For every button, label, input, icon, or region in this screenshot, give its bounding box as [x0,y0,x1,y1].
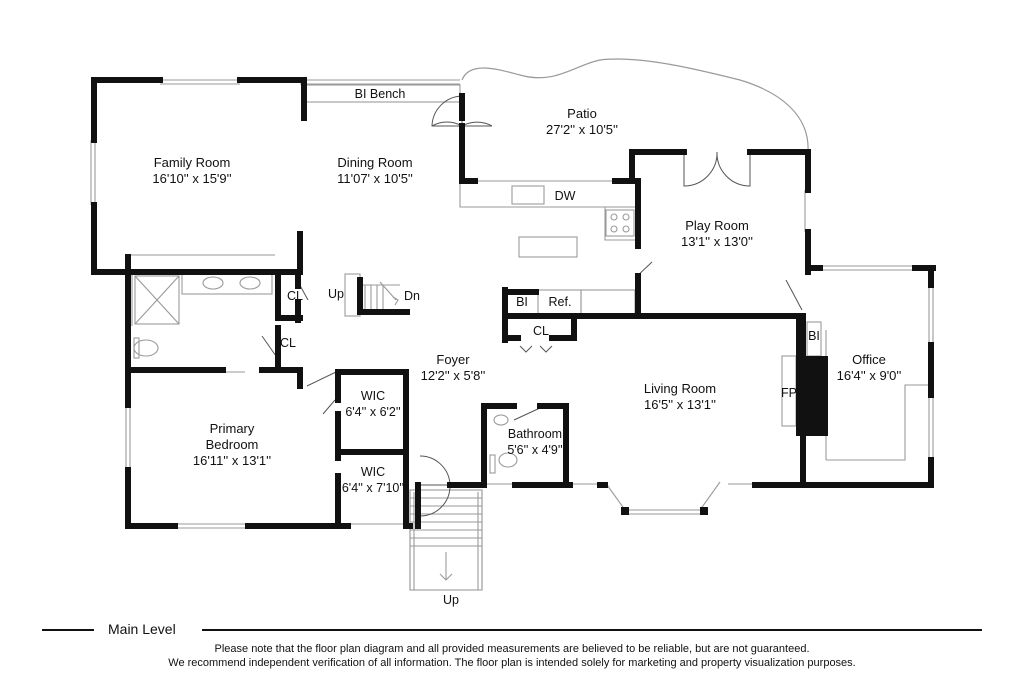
office-name: Office [852,352,886,367]
patio-name: Patio [567,106,597,121]
label-primary-bedroom: Primary Bedroom 16'11'' x 13'1'' [170,421,294,469]
counter-post-2 [700,507,708,515]
label-fp: FP [781,386,797,400]
family-room-name: Family Room [153,155,231,170]
label-foyer: Foyer 12'2'' x 5'8'' [400,352,506,384]
label-patio: Patio 27'2'' x 10'5'' [512,106,652,138]
label-dw: DW [554,189,576,203]
label-living-room: Living Room 16'5'' x 13'1'' [620,381,740,413]
bathroom-size: 5'6'' x 4'9'' [507,443,563,457]
disclaimer-line-1: Please note that the floor plan diagram … [214,643,810,655]
foyer-size: 12'2'' x 5'8'' [420,368,486,383]
label-cl-kitchen: CL [533,324,549,338]
walls[interactable] [91,77,936,529]
foyer-name: Foyer [436,352,470,367]
dining-room-name: Dining Room [337,155,413,170]
label-bi-bench: BI Bench [354,87,406,101]
legend-line-left [42,629,94,631]
label-up-entry: Up [443,593,459,607]
level-legend: Main Level [42,619,982,639]
wic1-size: 6'4'' x 6'2'' [345,405,401,419]
label-bathroom: Bathroom 5'6'' x 4'9'' [504,426,566,458]
wic1-name: WIC [360,389,386,403]
label-wic-2: WIC 6'4'' x 7'10'' [334,464,412,496]
level-title: Main Level [108,621,176,637]
dining-room-size: 11'07' x 10'5'' [337,171,413,186]
bathroom-name: Bathroom [507,427,563,441]
label-cl-bath: CL [280,336,296,350]
label-up-stair: Up [328,287,344,301]
patio-size: 27'2'' x 10'5'' [546,122,618,137]
family-room-size: 16'10'' x 15'9'' [152,171,232,186]
wic2-name: WIC [360,465,386,479]
label-bi-office: BI [808,329,820,343]
disclaimer-line-2: We recommend independent verification of… [168,657,856,669]
label-wic-1: WIC 6'4'' x 6'2'' [334,388,412,420]
living-room-size: 16'5'' x 13'1'' [644,397,716,412]
label-cl-stair: CL [287,289,303,303]
patio-outline [461,58,809,153]
label-bi-kitchen: BI [516,295,528,309]
fireplace-block [806,356,828,436]
office-size: 16'4'' x 9'0'' [836,368,902,383]
primary-bedroom-name2: Bedroom [205,437,259,452]
legend-line-right [202,629,982,631]
label-family-room: Family Room 16'10'' x 15'9'' [125,155,259,187]
counter-post [621,507,629,515]
label-play-room: Play Room 13'1'' x 13'0'' [652,218,782,250]
label-office: Office 16'4'' x 9'0'' [820,352,918,384]
primary-bedroom-size: 16'11'' x 13'1'' [192,453,272,468]
living-room-name: Living Room [643,381,717,396]
label-dining-room: Dining Room 11'07' x 10'5'' [308,155,442,187]
thin-lines [90,79,934,591]
wic2-size: 6'4'' x 7'10'' [341,481,405,495]
primary-bedroom-name1: Primary [209,421,255,436]
play-room-name: Play Room [685,218,749,233]
label-ref: Ref. [548,295,572,309]
label-dn-stair: Dn [404,289,420,303]
fireplace-wall [796,316,806,436]
play-room-size: 13'1'' x 13'0'' [681,234,753,249]
